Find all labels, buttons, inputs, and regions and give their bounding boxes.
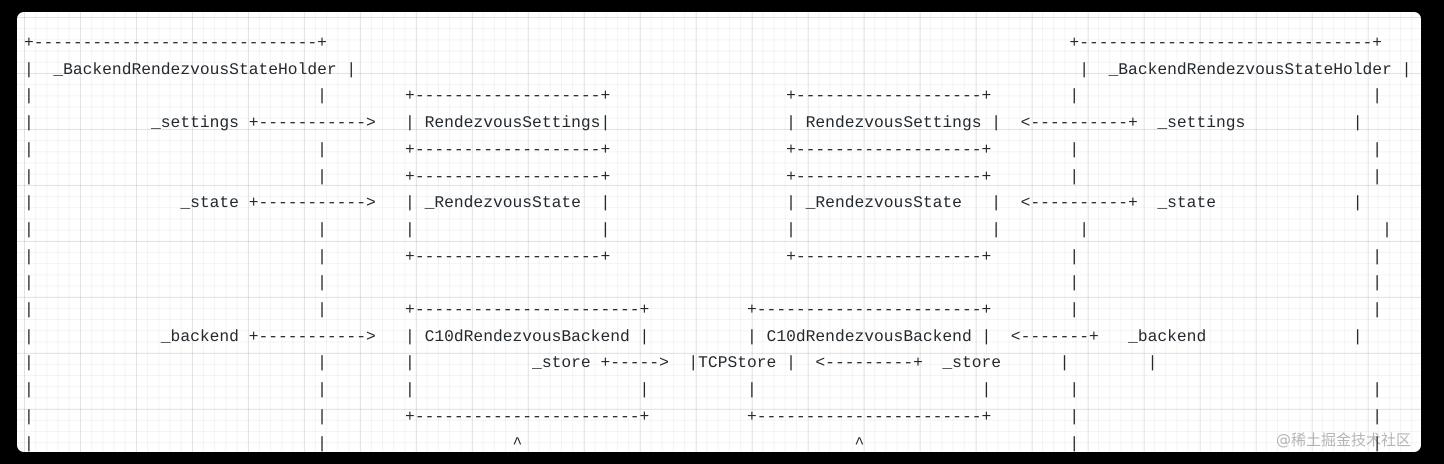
diagram-canvas: +-----------------------------+ +-------…	[17, 12, 1421, 452]
ascii-architecture-diagram: +-----------------------------+ +-------…	[24, 33, 1412, 452]
